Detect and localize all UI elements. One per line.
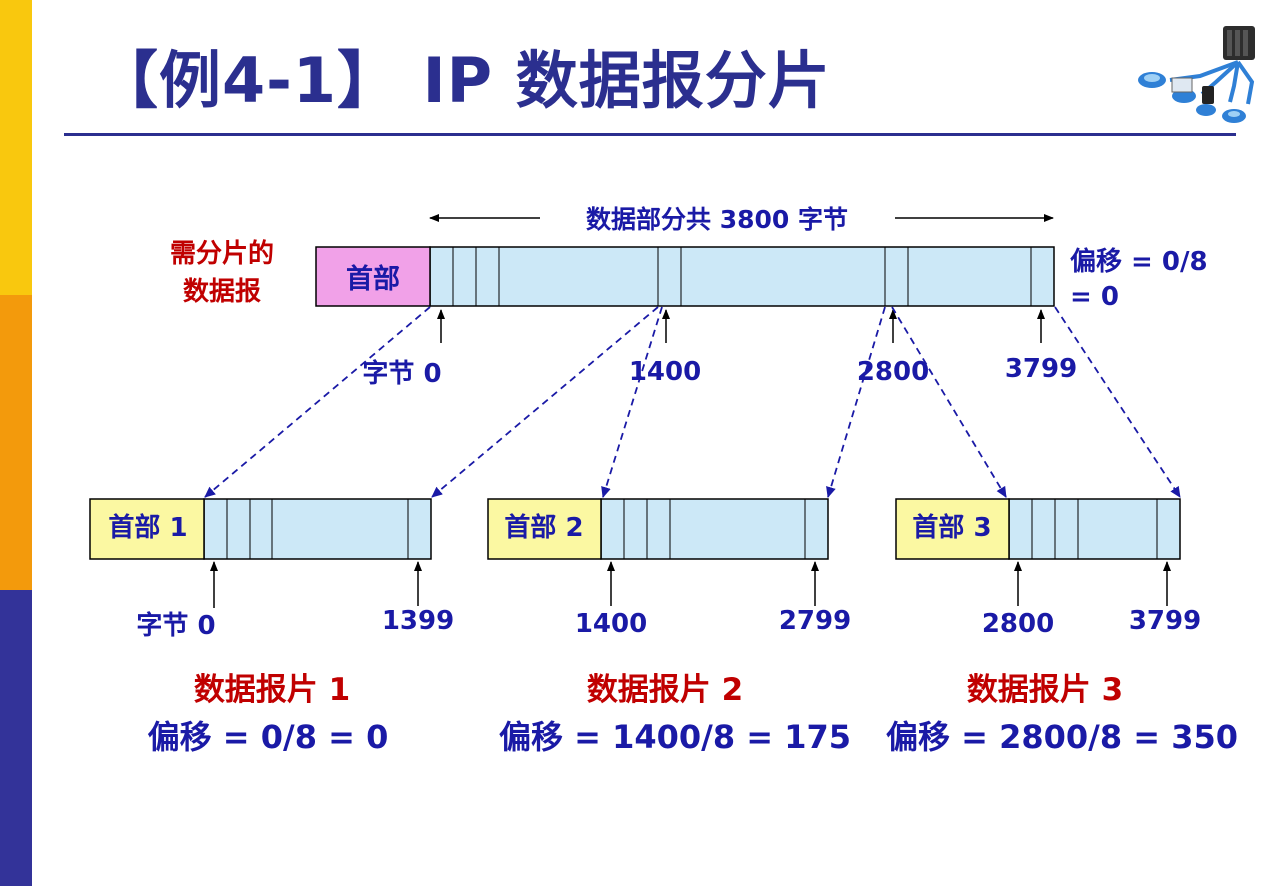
mapping-arrow-frag1-start [204, 306, 431, 498]
original-datagram-label-line2: 数据报 [183, 276, 261, 307]
original-header-box [315, 246, 431, 307]
fragment-1-end-label: 1399 [382, 606, 454, 636]
sidebar-band-navy [0, 590, 32, 886]
fragment-2-header-label: 首部 2 [504, 512, 583, 543]
fragment-2-end-label: 2799 [779, 606, 851, 636]
fragment-3-header-label: 首部 3 [912, 512, 991, 543]
original-datagram-label-line1: 需分片的 [170, 238, 274, 269]
fragment-3-offset: 偏移 = 2800/8 = 350 [886, 718, 1238, 756]
fragment-header-box [895, 498, 1010, 560]
fragment-header-box [487, 498, 602, 560]
fragment-1-name: 数据报片 1 [194, 672, 350, 708]
fragment-header-box [89, 498, 205, 560]
fragment-3: 首部 3 2800 3799 [895, 498, 1201, 639]
data-span-label: 数据部分共 3800 字节 [586, 205, 848, 234]
mapping-arrow-frag3-end [1054, 306, 1181, 498]
fragment-data-area [203, 498, 432, 560]
fragment-3-end-label: 3799 [1129, 606, 1201, 636]
mapping-arrow-frag1-end [431, 306, 659, 498]
fragment-2: 首部 2 1400 2799 [487, 498, 851, 639]
original-offset-line2: = 0 [1070, 282, 1119, 312]
tick-label-1400: 1400 [629, 357, 701, 387]
original-data-area [429, 246, 1055, 307]
page-title: 【例4-1】 IP 数据报分片 [96, 44, 831, 117]
sidebar-band-orange [0, 295, 32, 590]
sidebar-band [0, 0, 32, 886]
original-datagram: 首部 [315, 246, 1055, 307]
fragment-1-start-label: 字节 0 [136, 610, 215, 641]
fragment-1: 首部 1 字节 0 1399 [89, 498, 454, 641]
fragment-3-name: 数据报片 3 [967, 672, 1123, 708]
mapping-arrow-frag2-end [826, 306, 886, 498]
fragment-data-area [600, 498, 829, 560]
title-divider [64, 133, 1236, 136]
tick-label-3799: 3799 [1005, 354, 1077, 384]
mapping-arrows [204, 306, 1181, 498]
fragment-data-area [1008, 498, 1181, 560]
fragment-1-header-label: 首部 1 [108, 512, 187, 543]
fragment-2-name: 数据报片 2 [587, 672, 743, 708]
fragment-1-offset: 偏移 = 0/8 = 0 [148, 718, 389, 756]
fragment-3-start-label: 2800 [982, 609, 1054, 639]
network-logo-icon [1138, 26, 1255, 123]
fragment-2-start-label: 1400 [575, 609, 647, 639]
tick-label-2800: 2800 [857, 357, 929, 387]
fragment-2-offset: 偏移 = 1400/8 = 175 [499, 718, 851, 756]
mapping-arrow-frag2-start [601, 306, 663, 498]
original-header-label: 首部 [346, 263, 400, 295]
tick-label-byte-0: 字节 0 [362, 358, 441, 389]
mapping-arrow-frag3-start [891, 306, 1007, 498]
sidebar-band-yellow [0, 0, 32, 295]
original-offset-line1: 偏移 = 0/8 [1070, 246, 1208, 277]
